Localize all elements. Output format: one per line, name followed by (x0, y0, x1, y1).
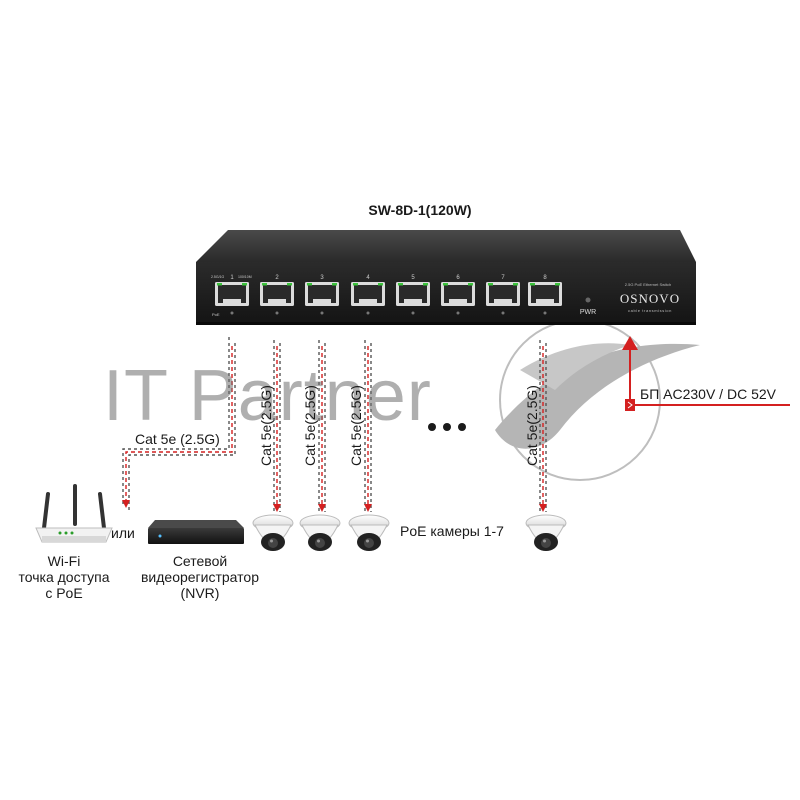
cable-port-8 (539, 340, 547, 512)
wifi-ap-label: Wi-Fi точка доступа с PoE (14, 553, 114, 601)
power-arrow-head (622, 336, 638, 350)
cable-label-port-4: Cat 5e(2.5G) (348, 385, 364, 466)
cameras-label: PoE камеры 1-7 (400, 523, 504, 539)
cable-port-2 (273, 340, 281, 512)
pwr-label: PWR (580, 309, 596, 316)
power-plug-icon (625, 399, 635, 411)
brand-logo: OSNOVO (620, 291, 680, 306)
pwr-led (585, 297, 591, 303)
cable-port-1 (122, 337, 236, 511)
wifi-ap-label-line: с PoE (45, 585, 83, 601)
switch-ports: 1 2 3 4 5 6 7 8 (215, 275, 562, 315)
cable-port-3 (318, 340, 326, 512)
cable-label-port-8: Cat 5e(2.5G) (524, 385, 540, 466)
nvr-label: Сетевой видеорегистратор (NVR) (135, 553, 265, 601)
poe-tag: PoE (212, 312, 220, 317)
power-supply-label: БП AC230V / DC 52V (640, 386, 776, 402)
cable-label-port-2: Cat 5e(2.5G) (258, 385, 274, 466)
nvr-icon (148, 520, 244, 544)
port-number: 2 (275, 275, 279, 281)
or-label: или (111, 525, 135, 541)
port-number: 7 (501, 275, 505, 281)
dome-camera-icon (348, 514, 390, 551)
rj45-port-1: 1 (215, 275, 249, 315)
panel-label: 2.5G PoE Ethernet Switch (625, 282, 671, 287)
port-number: 4 (366, 275, 370, 281)
cables (122, 337, 547, 512)
rj45-port-5: 5 (396, 275, 430, 315)
poe-switch: 1 2 3 4 5 6 7 8 PWR 2.5G PoE Ethernet Switch OS… (196, 230, 696, 325)
rj45-port-4: 4 (351, 275, 385, 315)
dome-camera-icon (299, 514, 341, 551)
rj45-port-2: 2 (260, 275, 294, 315)
wifi-ap-label-line: точка доступа (18, 569, 110, 585)
rj45-port-8: 8 (528, 275, 562, 315)
rj45-port-3: 3 (305, 275, 339, 315)
rj45-port-7: 7 (486, 275, 520, 315)
dome-cameras (252, 514, 567, 551)
wifi-router-icon (35, 484, 113, 543)
rj45-port-6: 6 (441, 275, 475, 315)
watermark-text: IT Partner (103, 356, 432, 436)
cable-label-horizontal: Cat 5e (2.5G) (135, 431, 220, 447)
port-number: 6 (456, 275, 460, 281)
port-number: 5 (411, 275, 415, 281)
port1-speed-tag-2: 100/10M (238, 275, 252, 279)
nvr-label-line: (NVR) (180, 585, 220, 601)
more-cameras-ellipsis (428, 423, 466, 431)
switch-top (196, 230, 696, 262)
wifi-ap-label-line: Wi-Fi (47, 553, 81, 569)
switch-model-title: SW-8D-1(120W) (368, 202, 472, 218)
port1-speed-tag: 2.5G/1G (211, 275, 225, 279)
dome-camera-icon (525, 514, 567, 551)
cable-label-port-3: Cat 5e(2.5G) (302, 385, 318, 466)
cable-port-4 (364, 340, 372, 512)
port-number: 8 (543, 275, 547, 281)
brand-subtitle: cable transmission (628, 308, 672, 313)
nvr-label-line: Сетевой (172, 553, 228, 569)
port-number: 1 (230, 275, 234, 281)
dome-camera-icon (252, 514, 294, 551)
nvr-label-line: видеорегистратор (140, 569, 259, 585)
port-number: 3 (320, 275, 324, 281)
power-supply-arrow (622, 336, 790, 411)
